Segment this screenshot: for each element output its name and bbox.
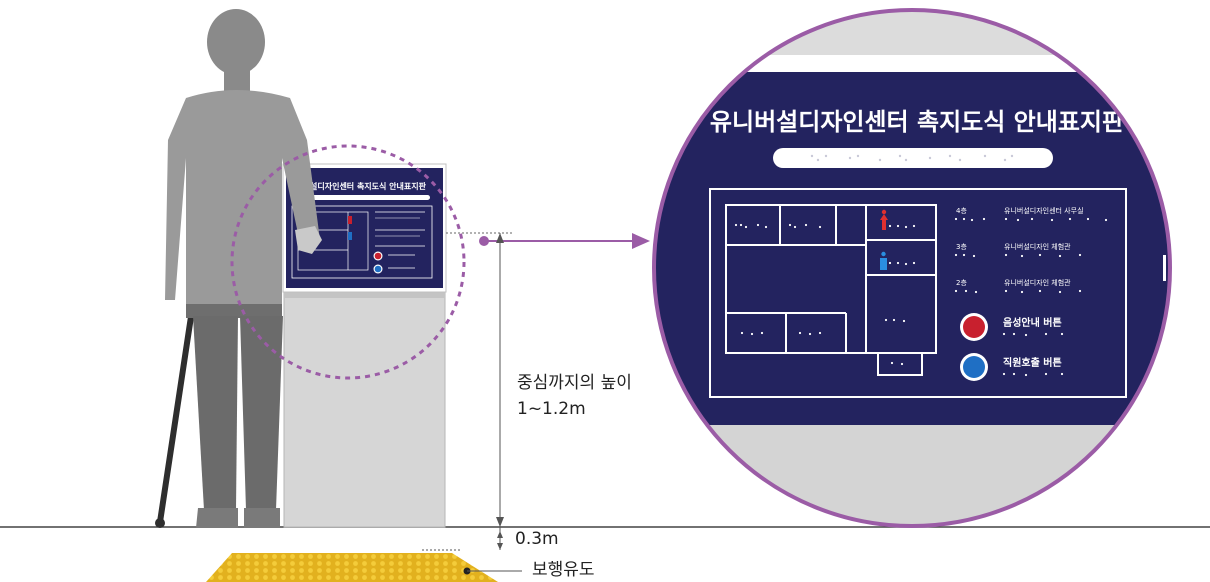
floor-3-name: 유니버설디자인 체험관 bbox=[1004, 242, 1071, 251]
sign-stand bbox=[283, 291, 446, 528]
floor-3-label: 3층 bbox=[956, 242, 967, 251]
magnifier-ring bbox=[652, 8, 1172, 528]
voice-guide-label: 음성안내 버튼 bbox=[1003, 316, 1062, 329]
tactile-path-label: 보행유도 bbox=[532, 560, 595, 580]
staff-call-label: 직원호출 버튼 bbox=[1003, 356, 1062, 369]
tactile-paving-block bbox=[206, 549, 522, 582]
person-figure bbox=[155, 9, 322, 528]
highlight-circle bbox=[230, 144, 466, 380]
center-height-value: 1~1.2m bbox=[517, 399, 586, 419]
offset-label: 0.3m bbox=[515, 529, 559, 549]
floor-4-label: 4층 bbox=[956, 206, 967, 215]
floor-2-name: 유니버설디자인 체험관 bbox=[1004, 278, 1071, 287]
floor-2-label: 2층 bbox=[956, 278, 967, 287]
small-sign-title: 설디자인센터 촉지도식 안내표지판 bbox=[310, 181, 427, 191]
magnified-sign: 유니버설디자인센터 촉지도식 안내표지판 4층 유니버설디자인센터 사무실 3층… bbox=[654, 10, 1170, 526]
sign-title: 유니버설디자인센터 촉지도식 안내표지판 bbox=[710, 108, 1124, 136]
connector-arrow bbox=[479, 233, 650, 249]
floor-4-name: 유니버설디자인센터 사무실 bbox=[1004, 206, 1084, 215]
height-dimension bbox=[446, 232, 512, 550]
center-height-label: 중심까지의 높이 bbox=[517, 373, 632, 393]
